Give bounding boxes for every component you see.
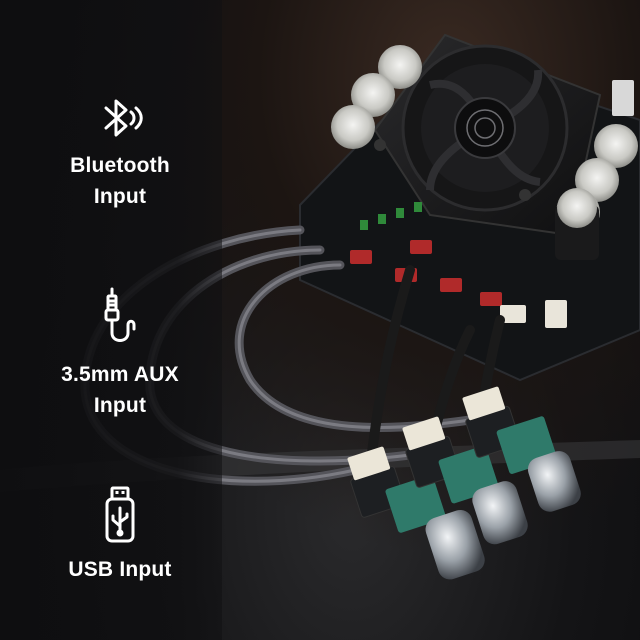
feature-label-line: Input: [93, 394, 147, 417]
feature-label-line: 3.5mm AUX: [61, 363, 179, 386]
usb-drive-icon: [105, 486, 135, 543]
feature-label-line: Bluetooth: [70, 154, 170, 177]
bluetooth-icon: [104, 99, 143, 137]
feature-label: USB Input: [0, 554, 240, 585]
feature-label-line: Input: [93, 185, 147, 208]
feature-bluetooth: Bluetooth Input: [0, 96, 240, 212]
aux-cable-icon: [104, 287, 136, 342]
volume-knob-modules: [347, 386, 581, 580]
feature-label: 3.5mm AUX Input: [0, 359, 240, 421]
feature-aux: 3.5mm AUX Input: [0, 287, 240, 421]
capacitors: [331, 45, 638, 260]
feature-label-line: USB Input: [68, 558, 172, 581]
feature-label: Bluetooth Input: [0, 150, 240, 212]
pcb-board: [299, 33, 640, 382]
feature-usb: USB Input: [0, 486, 240, 585]
